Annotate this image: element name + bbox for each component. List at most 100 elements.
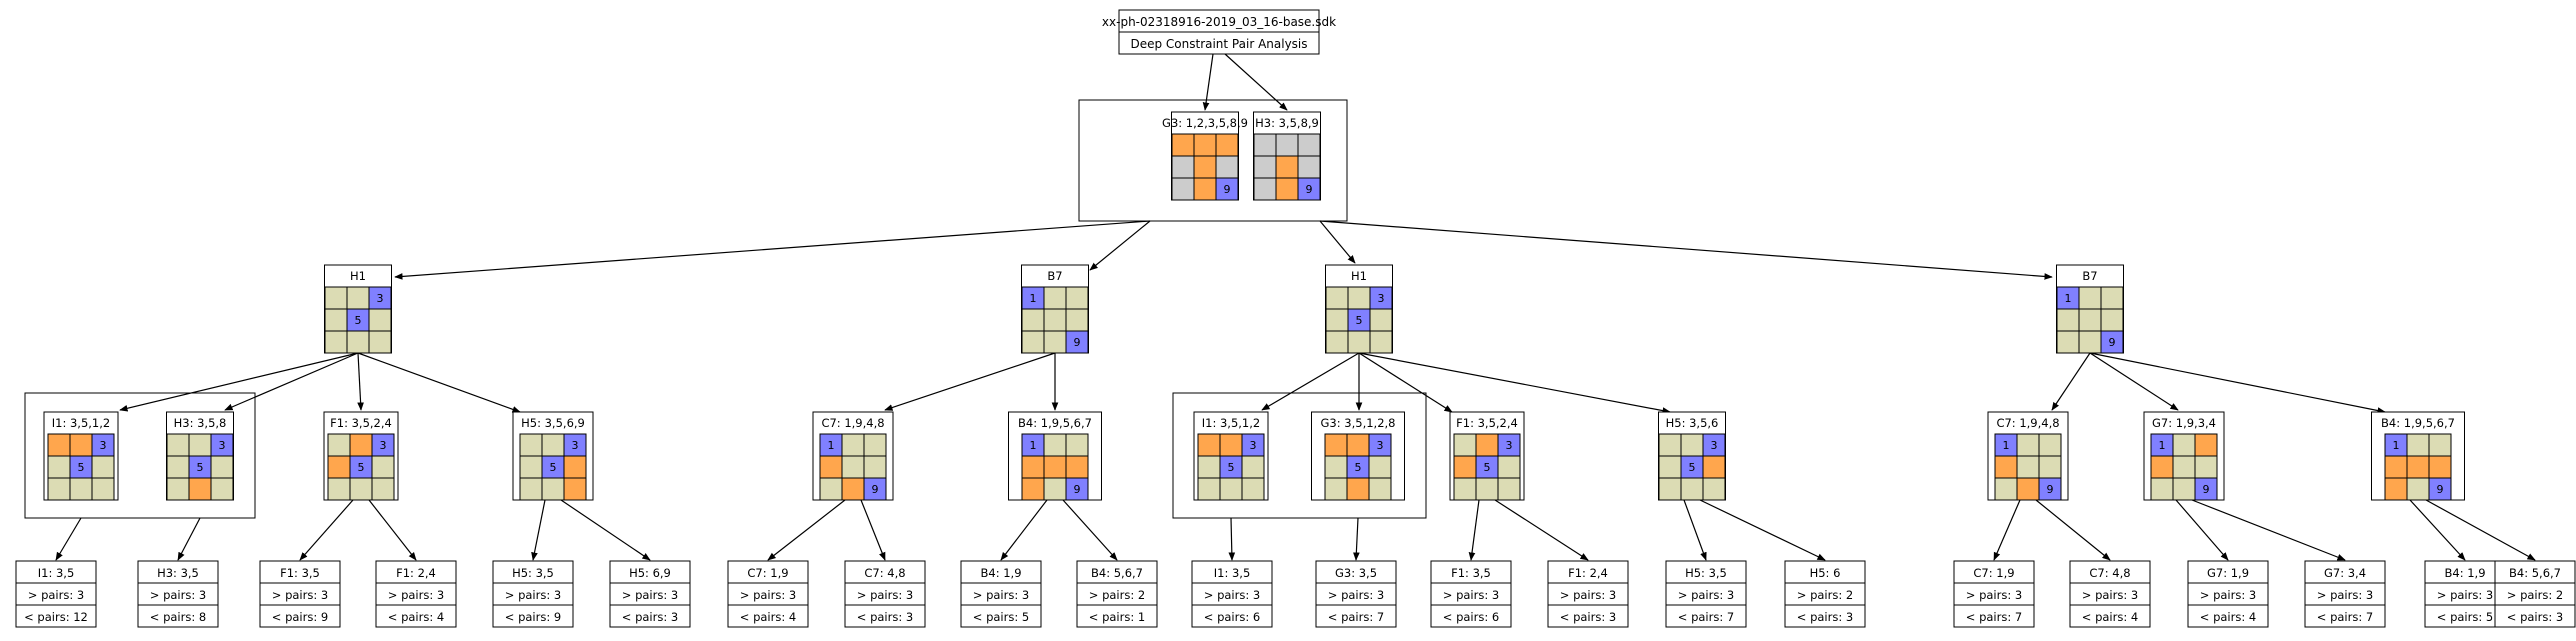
- grid-cell: [1043, 330, 1067, 354]
- grid-cell: [1241, 455, 1265, 479]
- grid-cell: [349, 477, 373, 501]
- tree-edge: [1353, 517, 1360, 561]
- grid-cell: [188, 477, 212, 501]
- leaf-gt-pairs: > pairs: 3: [1328, 588, 1384, 602]
- grid-cell-value: 9: [2047, 483, 2054, 496]
- grid-node-label: F1: 3,5,2,4: [1456, 416, 1518, 430]
- leaf-gt-pairs: > pairs: 3: [505, 588, 561, 602]
- grid-cell: [541, 477, 565, 501]
- tree-edge: [2175, 499, 2229, 561]
- grid-cell: [1325, 330, 1349, 354]
- grid-cell: [1347, 330, 1371, 354]
- leaf-gt-pairs: > pairs: 3: [150, 588, 206, 602]
- tree-edge: [1062, 499, 1118, 561]
- leaf-lt-pairs: < pairs: 7: [1966, 610, 2022, 624]
- grid-cell: [2038, 455, 2062, 479]
- grid-cell: [1658, 455, 1682, 479]
- leaf-lt-pairs: < pairs: 9: [272, 610, 328, 624]
- leaf-label: B4: 5,6,7: [2509, 566, 2561, 580]
- grid-node: I1: 3,5,1,235: [1193, 411, 1269, 501]
- grid-cell: [2150, 477, 2174, 501]
- leaf-node: F1: 3,5> pairs: 3< pairs: 9: [259, 560, 341, 628]
- leaf-label: B4: 5,6,7: [1091, 566, 1143, 580]
- tree-edge: [368, 499, 417, 561]
- grid-cell-value: 3: [1377, 439, 1384, 452]
- grid-cell: [1241, 477, 1265, 501]
- grid-cell: [819, 455, 843, 479]
- grid-cell: [2016, 433, 2040, 457]
- grid-cell: [2384, 477, 2408, 501]
- grid-node: B4: 1,9,5,6,719: [1008, 411, 1102, 501]
- leaf-gt-pairs: > pairs: 3: [2437, 588, 2493, 602]
- leaf-label: H5: 3,5: [1685, 566, 1727, 580]
- tree-edge: [1319, 220, 1356, 264]
- grid-cell: [346, 330, 370, 354]
- leaf-node: H5: 6> pairs: 2< pairs: 3: [1784, 560, 1866, 628]
- grid-cell: [2384, 455, 2408, 479]
- grid-cell: [368, 330, 392, 354]
- grid-cell: [1475, 477, 1499, 501]
- leaf-label: C7: 4,8: [2089, 566, 2130, 580]
- leaf-lt-pairs: < pairs: 3: [1560, 610, 1616, 624]
- grid-cell: [1994, 455, 2018, 479]
- grid-cell: [1346, 433, 1370, 457]
- tree-edge: [1089, 220, 1151, 271]
- grid-cell: [327, 433, 351, 457]
- grid-cell: [1043, 308, 1067, 332]
- tree-edge: [860, 499, 886, 561]
- leaf-node: I1: 3,5> pairs: 3< pairs: 12: [15, 560, 97, 628]
- leaf-gt-pairs: > pairs: 3: [1966, 588, 2022, 602]
- grid-cell: [519, 455, 543, 479]
- leaf-lt-pairs: < pairs: 12: [24, 610, 88, 624]
- cluster-box: [1172, 392, 1427, 519]
- leaf-gt-pairs: > pairs: 3: [272, 588, 328, 602]
- leaf-label: F1: 3,5: [1451, 566, 1491, 580]
- root-subtitle: Deep Constraint Pair Analysis: [1130, 37, 1307, 51]
- grid-cell: [1369, 308, 1393, 332]
- leaf-node: B4: 5,6,7> pairs: 2< pairs: 1: [1076, 560, 1158, 628]
- grid-cell: [1197, 433, 1221, 457]
- grid-cell-value: 5: [197, 461, 204, 474]
- grid-cell: [841, 433, 865, 457]
- grid-cell-value: 1: [828, 439, 835, 452]
- grid-cell: [324, 308, 348, 332]
- grid-cell: [541, 433, 565, 457]
- grid-cell: [1253, 155, 1277, 179]
- grid-cell: [1658, 477, 1682, 501]
- grid-node: F1: 3,5,2,435: [1449, 411, 1525, 501]
- leaf-gt-pairs: > pairs: 3: [2317, 588, 2373, 602]
- grid-cell-value: 3: [572, 439, 579, 452]
- grid-cell-value: 1: [1030, 439, 1037, 452]
- leaf-label: H5: 6,9: [629, 566, 671, 580]
- grid-cell-value: 3: [380, 439, 387, 452]
- grid-cell: [2406, 433, 2430, 457]
- grid-cell-value: 1: [1030, 292, 1037, 305]
- grid-cell: [1197, 455, 1221, 479]
- grid-cell: [2056, 308, 2080, 332]
- tree-edge: [1224, 53, 1288, 111]
- leaf-node: G3: 3,5> pairs: 3< pairs: 7: [1315, 560, 1397, 628]
- grid-cell-value: 5: [358, 461, 365, 474]
- grid-cell-value: 1: [2393, 439, 2400, 452]
- leaf-lt-pairs: < pairs: 5: [2437, 610, 2493, 624]
- grid-cell: [1171, 177, 1195, 201]
- grid-node-label: H5: 3,5,6: [1666, 416, 1719, 430]
- grid-cell: [2078, 308, 2102, 332]
- grid-cell: [166, 477, 190, 501]
- grid-cell: [1369, 330, 1393, 354]
- tree-edge: [767, 499, 846, 561]
- leaf-lt-pairs: < pairs: 3: [857, 610, 913, 624]
- leaf-label: B4: 1,9: [980, 566, 1021, 580]
- leaf-label: I1: 3,5: [38, 566, 75, 580]
- grid-cell-value: 9: [1224, 183, 1231, 196]
- grid-cell: [1297, 133, 1321, 157]
- grid-cell: [2038, 477, 2062, 501]
- grid-cell: [368, 308, 392, 332]
- grid-cell: [1994, 477, 2018, 501]
- grid-cell: [1215, 177, 1239, 201]
- grid-cell: [863, 455, 887, 479]
- grid-node-label: B7: [2082, 269, 2097, 283]
